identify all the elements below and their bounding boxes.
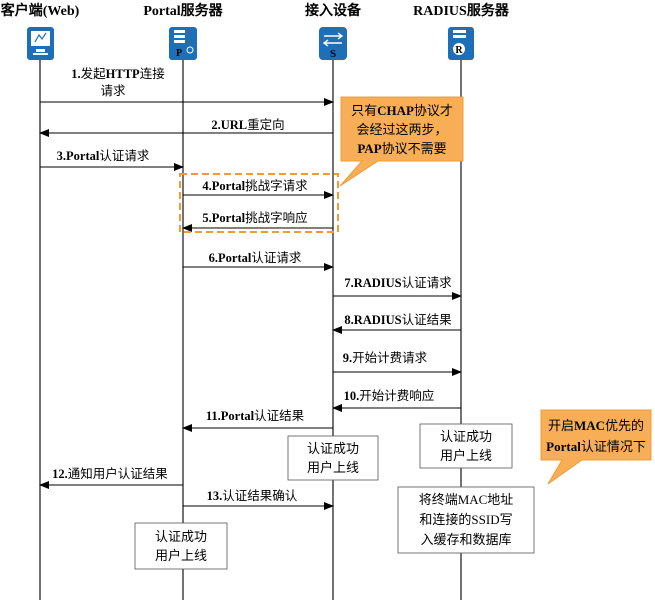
svg-text:认证成功: 认证成功: [307, 441, 359, 456]
svg-text:只有CHAP协议才: 只有CHAP协议才: [351, 103, 453, 118]
radius-icon-glyph: R: [455, 45, 463, 56]
callout-mac-priority: 开启MAC优先的 Portal认证情况下: [540, 409, 652, 485]
status-box-cache: 将终端MAC地址 和连接的SSID写 入缓存和数据库: [397, 486, 535, 554]
header-client: 客户端(Web): [0, 2, 80, 19]
msg-1-label-line1: 1.发起HTTP连接: [71, 66, 165, 81]
svg-text:认证成功: 认证成功: [155, 529, 207, 544]
svg-text:用户上线: 用户上线: [440, 448, 492, 463]
msg-5-label: 5.Portal挑战字响应: [202, 210, 307, 225]
svg-text:用户上线: 用户上线: [307, 460, 359, 475]
status-box-portal: 认证成功 用户上线: [134, 522, 228, 570]
header-access-device: 接入设备: [305, 2, 362, 19]
msg-11-label: 11.Portal认证结果: [206, 409, 305, 423]
switch-icon: S: [319, 27, 347, 60]
svg-text:会经过这两步，: 会经过这两步，: [356, 122, 447, 137]
portal-server-icon: P: [169, 27, 197, 60]
monitor-icon: [27, 27, 54, 60]
svg-text:PAP协议不需要: PAP协议不需要: [357, 141, 446, 156]
challenge-group-box: [179, 173, 339, 233]
status-box-radius: 认证成功 用户上线: [419, 423, 513, 469]
msg-7-label: 7.RADIUS认证请求: [344, 276, 452, 290]
radius-server-icon: R: [448, 27, 474, 60]
svg-text:Portal认证情况下: Portal认证情况下: [546, 439, 646, 454]
header-radius-server: RADIUS服务器: [413, 2, 510, 19]
msg-3-label: 3.Portal认证请求: [57, 149, 150, 163]
msg-13-label: 13.认证结果确认: [207, 489, 298, 503]
callout-chap-note: 只有CHAP协议才 会经过这两步， PAP协议不需要: [339, 96, 464, 187]
msg-4-label: 4.Portal挑战字请求: [202, 178, 308, 193]
svg-text:认证成功: 认证成功: [440, 429, 492, 444]
svg-text:入缓存和数据库: 入缓存和数据库: [420, 532, 511, 547]
msg-6-label: 6.Portal认证请求: [209, 251, 302, 265]
msg-8-label: 8.RADIUS认证结果: [344, 313, 452, 327]
portal-icon-glyph: P: [176, 48, 182, 59]
header-portal-server: Portal服务器: [143, 2, 223, 19]
msg-2-label: 2.URL重定向: [211, 117, 284, 132]
msg-12-label: 12.通知用户认证结果: [52, 466, 168, 481]
svg-text:和连接的SSID写: 和连接的SSID写: [419, 512, 512, 527]
svg-text:用户上线: 用户上线: [155, 548, 207, 563]
msg-10-label: 10.开始计费响应: [344, 388, 435, 403]
msg-9-label: 9.开始计费请求: [343, 351, 428, 365]
svg-text:开启MAC优先的: 开启MAC优先的: [548, 418, 644, 433]
svg-text:将终端MAC地址: 将终端MAC地址: [419, 492, 514, 507]
status-box-access: 认证成功 用户上线: [287, 435, 379, 481]
msg-1-label-line2: 请求: [100, 84, 126, 98]
switch-icon-glyph: S: [330, 48, 336, 60]
